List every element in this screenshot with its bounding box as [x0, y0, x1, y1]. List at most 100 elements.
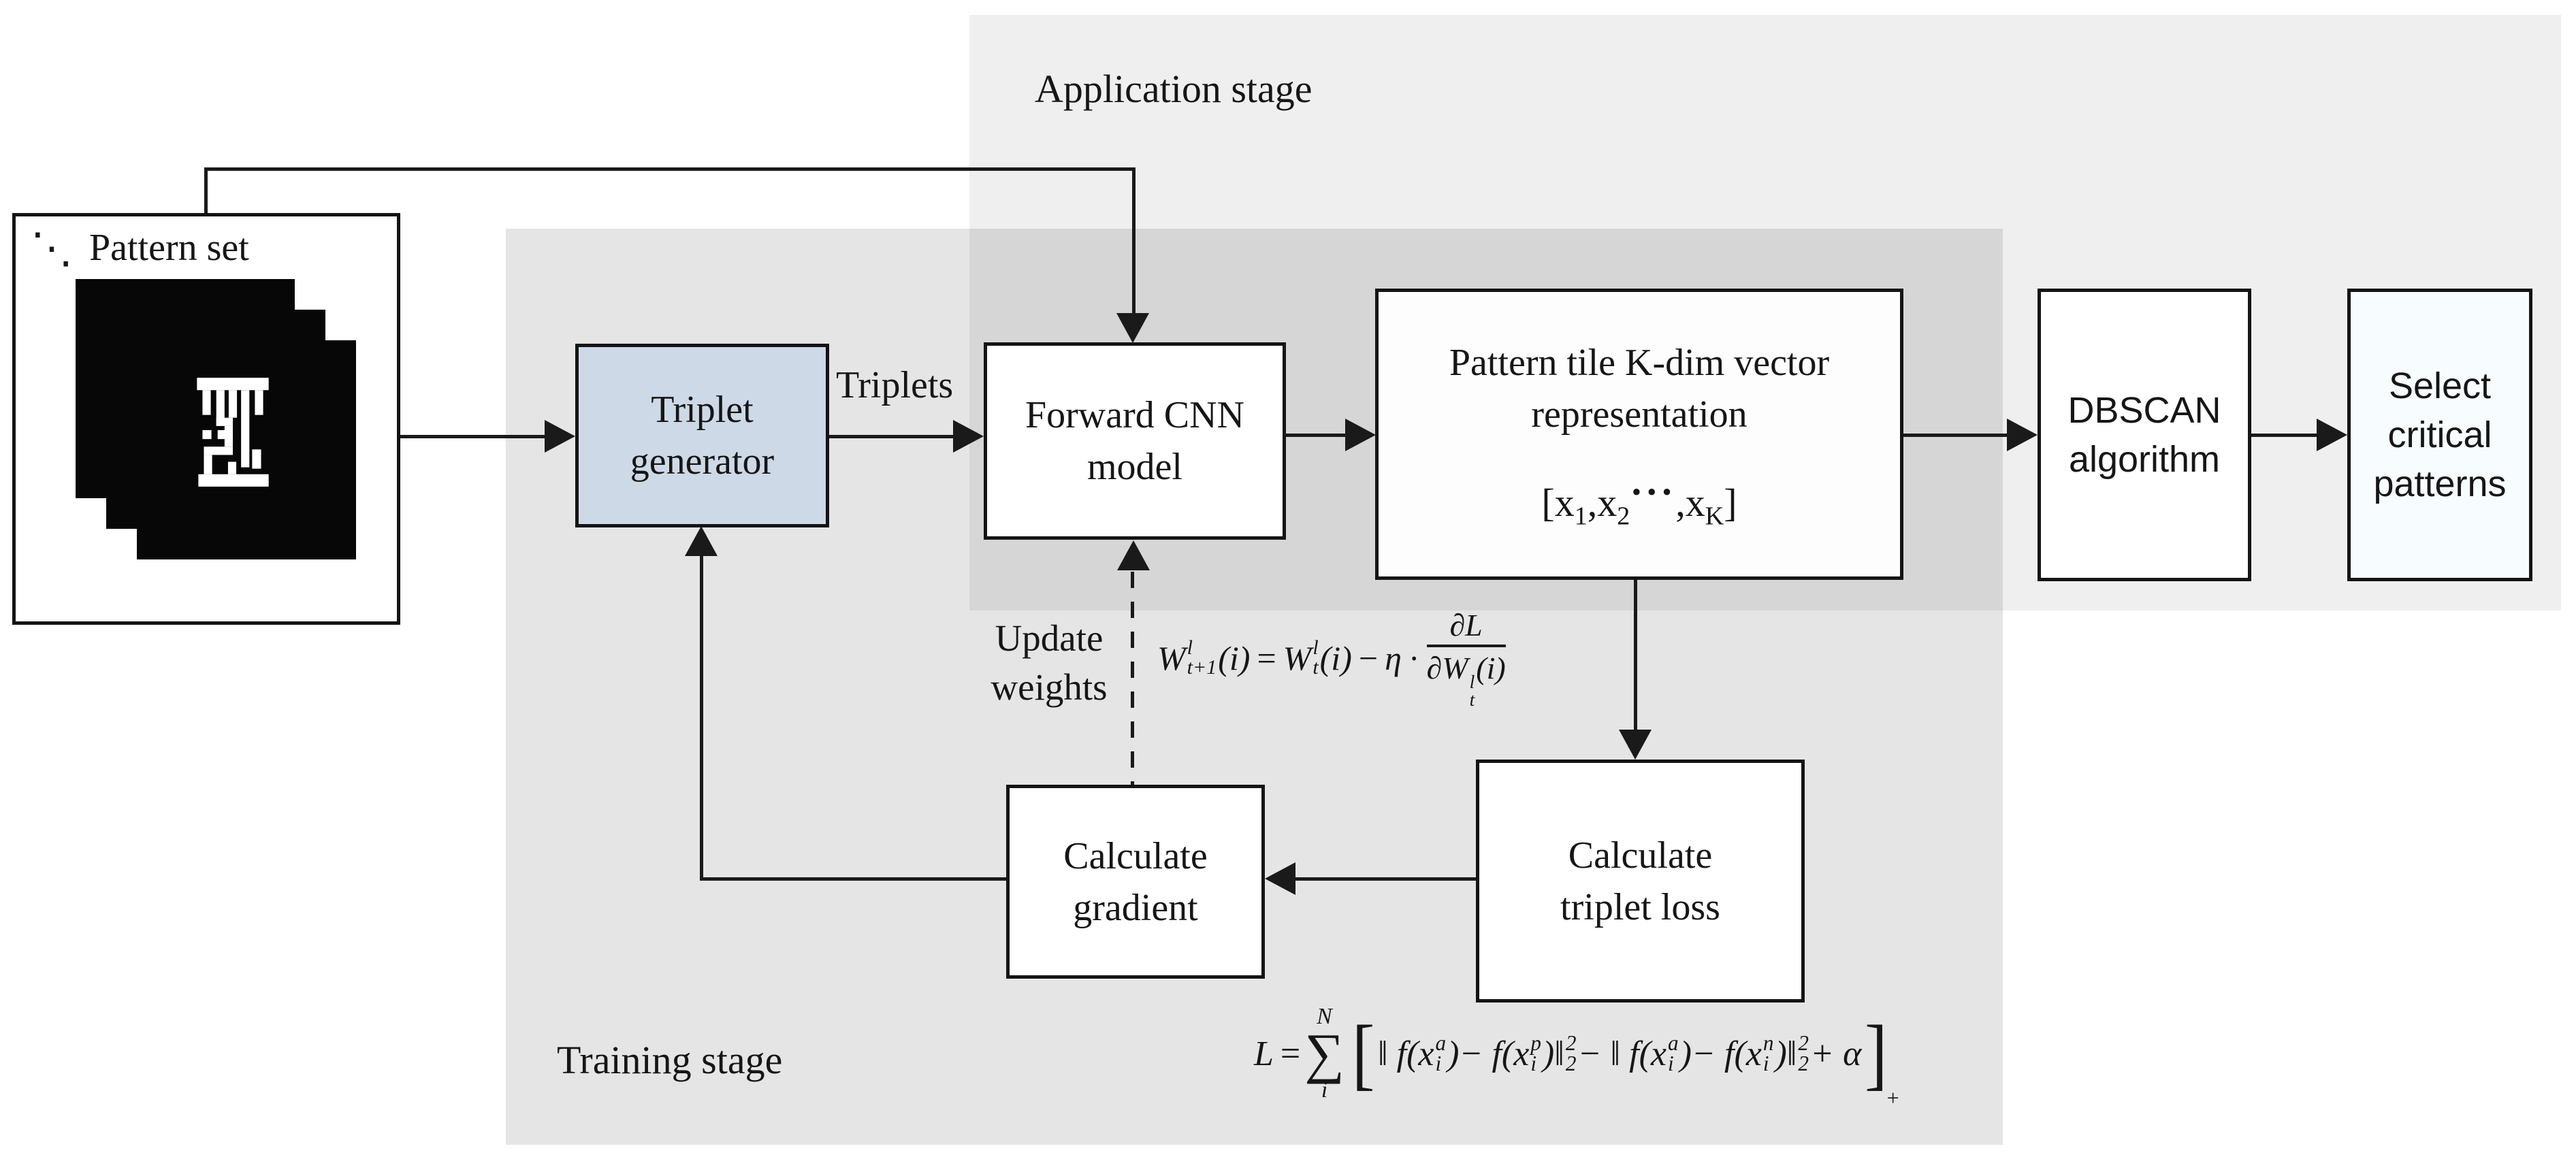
vector-xk: ,x	[1675, 480, 1705, 525]
update-weights-line1: Update	[995, 617, 1104, 659]
wf-lhs-base: W	[1157, 638, 1186, 677]
wf-lhs-arg: (i)	[1218, 638, 1251, 677]
vector-close: ]	[1724, 480, 1737, 525]
lf-term4-sup: n	[1762, 1031, 1774, 1056]
lf-term2-sub: 2	[1565, 1052, 1577, 1075]
feedback-vertical	[700, 555, 703, 881]
stack-dots-icon: ⋱	[31, 226, 73, 272]
select-label-line2: critical	[2387, 414, 2492, 455]
lf-term3-sub: i	[1668, 1052, 1674, 1075]
calculate-triplet-loss-label-line1: Calculate	[1568, 834, 1713, 877]
select-label-line1: Select	[2388, 365, 2492, 406]
lf-sum-bot: i	[1321, 1077, 1328, 1103]
lf-term1-sup: p	[1530, 1031, 1541, 1056]
arrow-dbscan-to-select	[2250, 434, 2321, 437]
feedback-horizontal	[701, 877, 1008, 881]
lf-term5-pre: ‖	[1786, 1034, 1797, 1073]
lf-term1-post: )	[1542, 1034, 1555, 1073]
arrowhead-into-select-icon	[2317, 419, 2347, 451]
dbscan-label-line1: DBSCAN	[2067, 390, 2221, 431]
dbscan-algorithm-box: DBSCAN algorithm	[2038, 289, 2251, 581]
lf-term5-sub: 2	[1798, 1052, 1809, 1075]
update-weights-line2: weights	[991, 666, 1108, 708]
pattern-set-label: Pattern set	[89, 227, 249, 269]
lf-term3-sup: a	[1668, 1031, 1679, 1056]
arrowhead-into-dbscan-icon	[2007, 419, 2038, 451]
pattern-image-front	[137, 340, 356, 559]
vector-subk: K	[1705, 502, 1724, 531]
wf-eta: η	[1385, 638, 1402, 677]
pattern-tile-label-line2: representation	[1531, 393, 1748, 436]
arrowhead-into-gradient-icon	[1265, 862, 1295, 895]
wf-rhs-sub: t	[1313, 655, 1319, 679]
lf-eq: =	[1280, 1034, 1301, 1073]
lf-term0-sup: a	[1435, 1031, 1447, 1056]
wf-eq: =	[1257, 638, 1276, 677]
lf-term4-sub: i	[1762, 1052, 1769, 1075]
vector-open: [x	[1541, 480, 1575, 525]
arrow-patternset-to-triplet	[399, 435, 549, 438]
arrowhead-into-triplet-icon	[545, 420, 575, 453]
lf-lhs: L	[1254, 1034, 1274, 1073]
vector-ellipsis: ···	[1630, 470, 1676, 515]
calculate-gradient-label-line2: gradient	[1073, 886, 1198, 929]
triplets-edge-label: Triplets	[836, 364, 954, 406]
wf-frac-num: ∂L	[1449, 607, 1483, 642]
pattern-glyph-icon	[197, 378, 269, 487]
vector-sub2: 2	[1617, 502, 1630, 531]
training-stage-label: Training stage	[557, 1038, 783, 1082]
lf-term5-sup: 2	[1798, 1031, 1809, 1056]
wf-lhs-sup: l	[1187, 636, 1193, 659]
triplet-generator-box: Triplet generator	[575, 344, 829, 527]
vector-sub1: 1	[1574, 502, 1588, 531]
lf-term3-post: )	[1679, 1034, 1692, 1073]
lf-term5-post: + α	[1809, 1034, 1862, 1073]
calculate-triplet-loss-box: Calculate triplet loss	[1476, 760, 1805, 1003]
calculate-gradient-label-line1: Calculate	[1063, 834, 1208, 877]
wf-frac-den-sup: l	[1469, 670, 1475, 692]
dashed-update-weights-line	[1131, 572, 1134, 785]
wf-frac-den-sub: t	[1469, 688, 1475, 710]
wf-rhs-base: W	[1283, 638, 1312, 677]
arrowhead-into-cnn-left-icon	[953, 420, 984, 453]
lf-left-bracket: [	[1351, 1008, 1375, 1098]
pattern-set-box: ⋱ Pattern set	[12, 213, 400, 625]
lf-term3-pre: − ‖ f(x	[1577, 1034, 1667, 1073]
arrowhead-into-triplet-bottom-icon	[685, 526, 718, 556]
wf-frac-den-arg: (i)	[1476, 650, 1506, 685]
arrow-triplet-to-cnn	[828, 435, 954, 438]
arrowhead-into-cnn-bottom-icon	[1117, 540, 1150, 570]
dbscan-label-line2: algorithm	[2068, 439, 2221, 480]
lf-term4-post: )	[1775, 1034, 1787, 1073]
lf-outer-plus: +	[1886, 1086, 1899, 1110]
arrowhead-into-loss-icon	[1619, 730, 1652, 760]
pattern-tile-vector-box: Pattern tile K-dim vector representation…	[1375, 289, 1903, 580]
forward-cnn-model-box: Forward CNN model	[984, 342, 1286, 540]
application-stage-label: Application stage	[1035, 67, 1313, 111]
pattern-tile-label-line1: Pattern tile K-dim vector	[1449, 342, 1830, 385]
select-label-line3: patterns	[2373, 463, 2507, 504]
triplet-generator-label-line2: generator	[630, 440, 775, 483]
vector-x2: ,x	[1587, 480, 1617, 525]
arrowhead-into-ptile-icon	[1345, 419, 1376, 451]
lf-term0-sub: i	[1435, 1052, 1442, 1075]
arrowhead-into-cnn-top-icon	[1116, 313, 1149, 343]
wf-rhs-arg: (i)	[1319, 638, 1352, 677]
arrow-ptile-to-dbscan	[1902, 434, 2011, 437]
calculate-triplet-loss-label-line2: triplet loss	[1560, 885, 1720, 928]
lf-term1-pre: − f(x	[1459, 1034, 1530, 1073]
lf-term2-sup: 2	[1565, 1031, 1577, 1056]
lf-right-bracket: ]	[1865, 1008, 1888, 1098]
lf-term1-sub: i	[1530, 1052, 1536, 1075]
line-patternset-up	[204, 167, 208, 216]
lf-term4-pre: − f(x	[1691, 1034, 1762, 1073]
lf-sum-top: N	[1317, 1004, 1332, 1030]
calculate-gradient-box: Calculate gradient	[1006, 785, 1265, 979]
update-weights-label: Update weights	[973, 614, 1125, 712]
triplet-generator-label-line1: Triplet	[651, 389, 754, 431]
